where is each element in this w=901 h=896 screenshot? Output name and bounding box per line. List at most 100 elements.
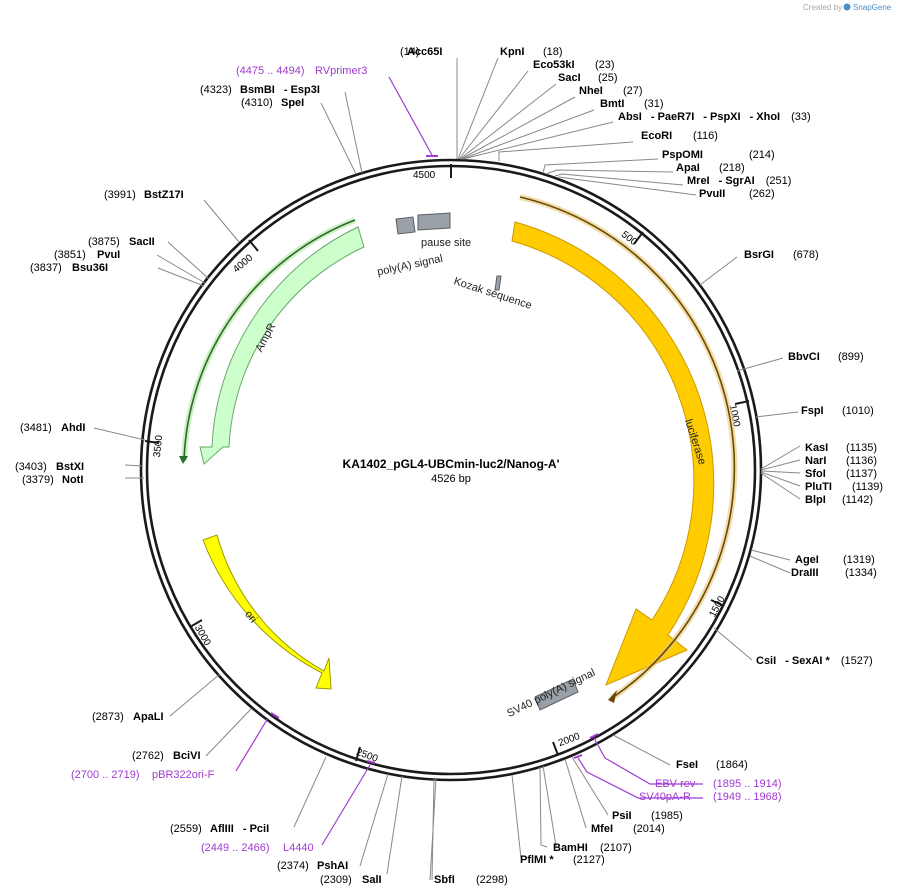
- tick-label: 3500: [152, 434, 165, 458]
- site-name: BmtI: [600, 98, 624, 110]
- site-name: - XhoI: [750, 111, 781, 123]
- primer-range: (1895 .. 1914): [713, 778, 782, 790]
- site-position: (2762): [132, 750, 164, 762]
- feature-sv40-polya[interactable]: SV40 poly(A) signal: [505, 667, 597, 720]
- site-position: (1142): [842, 494, 873, 506]
- site-name: MfeI: [591, 823, 613, 835]
- site-position: (2309): [320, 874, 352, 886]
- feature-label-sv40-polya: SV40 poly(A) signal: [505, 667, 597, 720]
- site-position: (4323): [200, 84, 232, 96]
- site-name: PluTI: [805, 481, 832, 493]
- feature-label-kozak: Kozak sequence: [452, 275, 533, 312]
- primer-range: (1949 .. 1968): [713, 791, 782, 803]
- site-name: DraIII: [791, 567, 819, 579]
- site-position: (116): [693, 130, 718, 142]
- site-position: (262): [749, 188, 775, 200]
- feature-pause-site[interactable]: pause site: [417, 212, 471, 249]
- site-position: (2127): [573, 854, 605, 866]
- site-name: - Esp3I: [284, 84, 320, 96]
- feature-ori[interactable]: ori: [202, 534, 332, 690]
- feature-luciferase[interactable]: luciferase: [511, 221, 715, 686]
- site-name: MreI: [687, 175, 710, 187]
- site-name: BbvCI: [788, 351, 820, 363]
- site-position: (33): [791, 111, 811, 123]
- site-position: (1136): [846, 455, 877, 467]
- feature-label-ori: ori: [242, 608, 259, 625]
- site-name: AhdI: [61, 422, 85, 434]
- site-name: ApaI: [676, 162, 700, 174]
- primer-name: SV40pA-R: [639, 791, 691, 803]
- site-name: PsiI: [612, 810, 632, 822]
- site-name: FseI: [676, 759, 698, 771]
- site-name: Acc65I: [407, 46, 442, 58]
- site-position: (899): [838, 351, 864, 363]
- site-position: (23): [595, 59, 615, 71]
- coordinate-ticks: [144, 164, 750, 762]
- site-name: - PspXI: [703, 111, 740, 123]
- site-name: Bsu36I: [72, 262, 108, 274]
- feature-label-pause-site: pause site: [421, 237, 471, 249]
- site-position: (1334): [845, 567, 877, 579]
- site-position: (31): [644, 98, 664, 110]
- feature-kozak[interactable]: Kozak sequence: [452, 275, 533, 312]
- site-position: (218): [719, 162, 745, 174]
- primer-range: (2700 .. 2719): [71, 769, 140, 781]
- site-position: (1864): [716, 759, 748, 771]
- site-position: (2873): [92, 711, 124, 723]
- site-name: Eco53kI: [533, 59, 575, 71]
- site-name: PshAI: [317, 860, 348, 872]
- site-name: KasI: [805, 442, 828, 454]
- site-name: - PaeR7I: [651, 111, 694, 123]
- site-position: (27): [623, 85, 643, 97]
- primer-range: (4475 .. 4494): [236, 65, 305, 77]
- snapgene-logo-icon: [843, 3, 851, 11]
- site-name: SpeI: [281, 97, 304, 109]
- site-position: (4310): [241, 97, 273, 109]
- site-position: (1527): [841, 655, 873, 667]
- plasmid-size: 4526 bp: [431, 473, 471, 485]
- luciferase-orf-arrowhead: [608, 690, 617, 703]
- site-position: (25): [598, 72, 618, 84]
- site-position: (18): [543, 46, 563, 58]
- site-position: (3379): [22, 474, 54, 486]
- site-position: (2107): [600, 842, 632, 854]
- primer-name: RVprimer3: [315, 65, 367, 77]
- site-position: (1319): [843, 554, 875, 566]
- primer-name: L4440: [283, 842, 314, 854]
- site-name: BamHI: [553, 842, 588, 854]
- site-position: (2014): [633, 823, 665, 835]
- site-name: BstZ17I: [144, 189, 184, 201]
- ampr-orf-arrowhead: [179, 456, 188, 464]
- site-name: BciVI: [173, 750, 201, 762]
- site-name: NarI: [805, 455, 826, 467]
- site-position: (3875): [88, 236, 120, 248]
- luciferase-orf-line: [519, 196, 736, 699]
- site-name: BsmBI: [240, 84, 275, 96]
- site-name: PflMI *: [520, 854, 554, 866]
- tick-label: 4500: [413, 170, 436, 181]
- site-position: (3481): [20, 422, 52, 434]
- site-position: (3991): [104, 189, 136, 201]
- site-name: SfoI: [805, 468, 826, 480]
- site-name: KpnI: [500, 46, 524, 58]
- plasmid-name: KA1402_pGL4-UBCmin-luc2/Nanog-A': [343, 457, 560, 471]
- ampr-orf-line: [183, 219, 356, 462]
- site-position: (1010): [842, 405, 874, 417]
- site-position: (3851): [54, 249, 86, 261]
- site-name: BsrGI: [744, 249, 774, 261]
- primer-range: (2449 .. 2466): [201, 842, 270, 854]
- site-position: (2559): [170, 823, 202, 835]
- site-name: ApaLI: [133, 711, 164, 723]
- site-position: (2374): [277, 860, 309, 872]
- site-position: (251): [766, 175, 792, 187]
- primer-name: pBR322ori-F: [152, 769, 215, 781]
- site-position: (1137): [846, 468, 877, 480]
- site-name: SalI: [362, 874, 382, 886]
- site-position: (1985): [651, 810, 683, 822]
- credit-prefix: Created by: [803, 3, 842, 12]
- site-position: (2298): [476, 874, 508, 886]
- site-name: AbsI: [618, 111, 642, 123]
- site-leader-lines: [93, 57, 801, 881]
- site-position: (14): [400, 46, 420, 58]
